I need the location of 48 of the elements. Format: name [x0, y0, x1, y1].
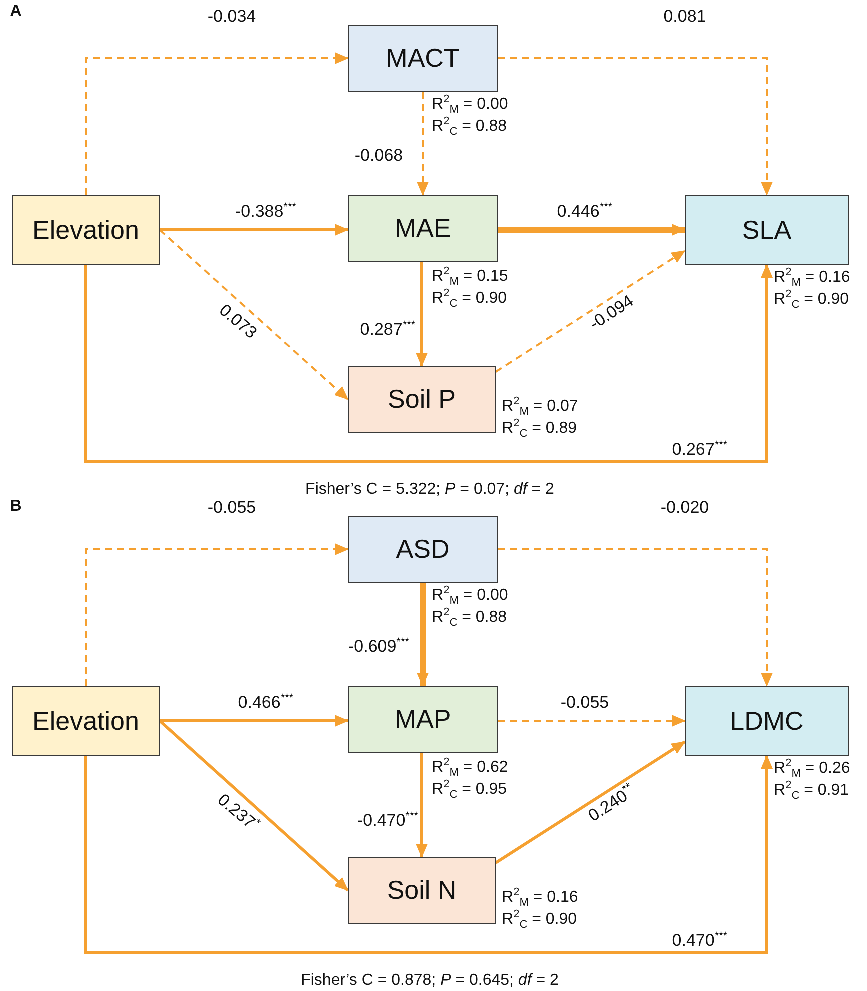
r-squared-label: R$^{2}$$_{C}$ = 0.90: [774, 289, 850, 311]
arrow: [498, 715, 686, 727]
variable-box: Elevation: [12, 195, 160, 265]
arrow: [159, 229, 349, 400]
arrow: [84, 264, 773, 464]
arrow: [160, 715, 349, 727]
r-squared-label: R$^{2}$$_{C}$ = 0.88: [432, 116, 508, 138]
fit-statistics-note: Fisher’s C = 0.878; P = 0.645; df = 2: [301, 972, 559, 990]
variable-box: Soil P: [348, 366, 496, 433]
arrow: [417, 92, 429, 196]
arrow: [84, 755, 773, 954]
variable-box: SLA: [685, 195, 849, 265]
r-squared-label: R$^{2}$$_{M}$ = 0.62: [432, 757, 508, 779]
arrow: [498, 224, 686, 236]
r-squared-label: R$^{2}$$_{C}$ = 0.89: [502, 418, 578, 440]
r-squared-label: R$^{2}$$_{C}$ = 0.88: [432, 607, 508, 629]
arrow: [498, 58, 773, 196]
fit-statistics-note: Fisher’s C = 5.322; P = 0.07; df = 2: [306, 481, 554, 499]
r-squared-label: R$^{2}$$_{M}$ = 0.07: [502, 396, 578, 418]
r-squared-label: R$^{2}$$_{M}$ = 0.00: [432, 94, 508, 116]
r-squared-label: R$^{2}$$_{C}$ = 0.95: [432, 779, 508, 801]
r-squared-label: R$^{2}$$_{C}$ = 0.90: [502, 909, 578, 931]
r-squared-label: R$^{2}$$_{C}$ = 0.90: [432, 288, 508, 310]
arrow: [416, 262, 428, 367]
variable-box: LDMC: [685, 686, 849, 756]
variable-box: ASD: [348, 516, 498, 583]
arrow: [85, 52, 349, 195]
r-squared-label: R$^{2}$$_{C}$ = 0.91: [774, 780, 850, 802]
panel-letter: B: [10, 498, 22, 516]
r-squared-label: R$^{2}$$_{M}$ = 0.15: [432, 266, 508, 288]
variable-box: Soil N: [348, 857, 496, 924]
arrow: [160, 224, 349, 236]
variable-box: MAP: [348, 686, 498, 753]
arrow: [417, 583, 429, 687]
panel-letter: A: [10, 3, 22, 21]
arrow: [495, 740, 686, 864]
variable-box: MACT: [348, 25, 498, 92]
variable-box: MAE: [348, 195, 498, 262]
arrow: [498, 548, 773, 687]
r-squared-label: R$^{2}$$_{M}$ = 0.26: [774, 758, 850, 780]
r-squared-label: R$^{2}$$_{M}$ = 0.16: [502, 887, 578, 909]
arrow: [85, 544, 349, 686]
arrow: [416, 753, 428, 858]
variable-box: Elevation: [12, 686, 160, 756]
r-squared-label: R$^{2}$$_{M}$ = 0.00: [432, 585, 508, 607]
r-squared-label: R$^{2}$$_{M}$ = 0.16: [774, 267, 850, 289]
arrow: [159, 720, 349, 892]
arrow: [495, 250, 686, 373]
